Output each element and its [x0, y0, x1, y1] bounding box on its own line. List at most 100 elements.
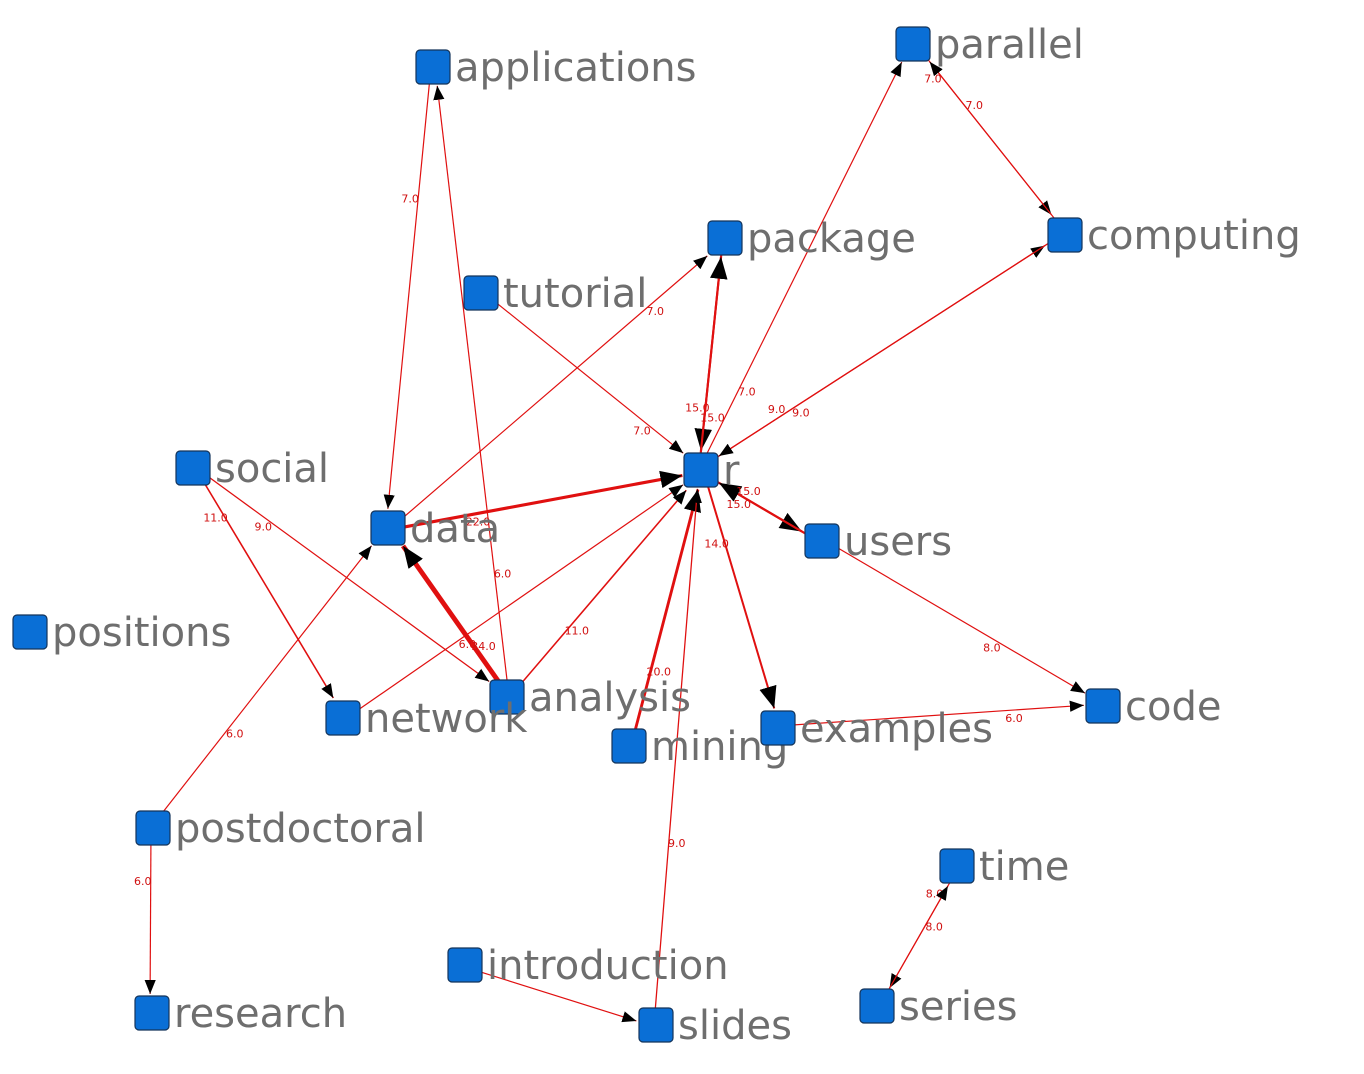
edge-line — [388, 470, 683, 532]
edge-postdoctoral-research: 6.0 — [134, 827, 156, 994]
edge-weight-label: 9.0 — [792, 407, 810, 420]
node-label: social — [215, 446, 329, 492]
node-box[interactable] — [463, 275, 499, 311]
edge-weight-label: 11.0 — [565, 625, 590, 638]
edge-weight-label: 7.0 — [647, 305, 665, 318]
edge-postdoctoral-data: 6.0 — [150, 545, 373, 828]
node-box[interactable] — [135, 810, 171, 846]
node-label: positions — [52, 610, 231, 656]
edge-examples-code: 6.0 — [777, 700, 1084, 727]
edge-weight-label: 15.0 — [685, 401, 710, 414]
node-box[interactable] — [175, 450, 211, 486]
node-box[interactable] — [760, 710, 796, 746]
edge-line — [150, 545, 373, 828]
node-box[interactable] — [895, 26, 931, 62]
edge-weight-label: 7.0 — [633, 424, 651, 437]
edge-weight-label: 9.0 — [254, 521, 272, 534]
node-label: data — [410, 506, 500, 552]
node-box[interactable] — [489, 679, 525, 715]
node-package[interactable]: package — [707, 216, 916, 262]
edge-weight-label: 6.0 — [226, 727, 244, 740]
node-box[interactable] — [134, 995, 170, 1031]
node-applications[interactable]: applications — [415, 45, 696, 91]
node-series[interactable]: series — [859, 984, 1017, 1030]
edge-r-examples: 14.0 — [701, 469, 777, 709]
edge-data-r: 22.0 — [388, 470, 683, 532]
node-parallel[interactable]: parallel — [895, 22, 1084, 68]
edge-line — [629, 489, 701, 747]
node-label: package — [747, 216, 916, 262]
node-label: postdoctoral — [175, 806, 425, 852]
node-box[interactable] — [804, 523, 840, 559]
node-label: research — [174, 991, 347, 1037]
edge-weight-label: 34.0 — [471, 640, 496, 653]
node-examples[interactable]: examples — [760, 706, 993, 752]
node-box[interactable] — [939, 848, 975, 884]
node-label: analysis — [529, 675, 691, 721]
node-label: applications — [455, 45, 696, 91]
node-introduction[interactable]: introduction — [447, 943, 729, 989]
edge-weight-label: 7.0 — [924, 73, 942, 86]
edge-line — [929, 61, 1068, 235]
node-label: parallel — [935, 22, 1084, 68]
edge-line — [698, 61, 903, 470]
edge-weight-label: 6.0 — [494, 568, 512, 581]
node-label: computing — [1087, 213, 1301, 259]
edge-users-r: 15.0 — [718, 481, 822, 544]
node-box[interactable] — [325, 700, 361, 736]
node-tutorial[interactable]: tutorial — [463, 271, 647, 317]
node-analysis[interactable]: analysis — [489, 675, 691, 721]
edge-analysis-applications: 6.0 — [433, 85, 512, 697]
edge-line — [388, 255, 708, 530]
node-r[interactable]: r — [683, 448, 740, 494]
node-box[interactable] — [683, 452, 719, 488]
edge-line — [464, 966, 637, 1023]
node-users[interactable]: users — [804, 519, 952, 565]
node-box[interactable] — [12, 614, 48, 650]
node-research[interactable]: research — [134, 991, 347, 1037]
node-computing[interactable]: computing — [1047, 213, 1301, 259]
node-box[interactable] — [859, 988, 895, 1024]
node-box[interactable] — [370, 510, 406, 546]
edge-weight-label: 8.0 — [925, 920, 943, 933]
edge-line — [383, 66, 432, 509]
node-time[interactable]: time — [939, 844, 1069, 890]
edge-analysis-r: 11.0 — [507, 489, 687, 699]
node-box[interactable] — [611, 728, 647, 764]
edge-line — [194, 466, 334, 699]
node-code[interactable]: code — [1085, 684, 1221, 730]
node-data[interactable]: data — [370, 506, 500, 552]
node-label: series — [899, 984, 1017, 1030]
edge-introduction-slides — [464, 966, 637, 1023]
node-positions[interactable]: positions — [12, 610, 231, 656]
edge-weight-label: 9.0 — [668, 837, 686, 850]
node-box[interactable] — [415, 49, 451, 85]
node-box[interactable] — [707, 220, 743, 256]
node-box[interactable] — [447, 947, 483, 983]
node-label: introduction — [487, 943, 729, 989]
node-postdoctoral[interactable]: postdoctoral — [135, 806, 425, 852]
node-social[interactable]: social — [175, 446, 329, 492]
node-box[interactable] — [638, 1007, 674, 1043]
edge-line — [701, 469, 777, 709]
edge-weight-label: 9.0 — [768, 403, 786, 416]
edge-line — [697, 256, 728, 470]
node-label: time — [979, 844, 1069, 890]
node-network[interactable]: network — [325, 696, 528, 742]
node-label: r — [723, 448, 740, 494]
edge-computing-r: 9.0 — [718, 232, 1065, 457]
node-box[interactable] — [1047, 217, 1083, 253]
edge-r-parallel: 7.0 — [698, 61, 903, 470]
edge-line — [822, 538, 1086, 694]
node-label: examples — [800, 706, 993, 752]
nodes-layer: applications parallel package computing tuto… — [12, 22, 1301, 1049]
node-slides[interactable]: slides — [638, 1003, 792, 1049]
edge-social-network: 11.0 — [194, 466, 334, 699]
node-box[interactable] — [1085, 688, 1121, 724]
node-label: users — [844, 519, 952, 565]
edge-computing-parallel: 7.0 — [929, 61, 1068, 235]
edge-line — [777, 700, 1084, 727]
edge-line — [718, 232, 1065, 457]
edge-analysis-data: 34.0 — [401, 544, 511, 698]
